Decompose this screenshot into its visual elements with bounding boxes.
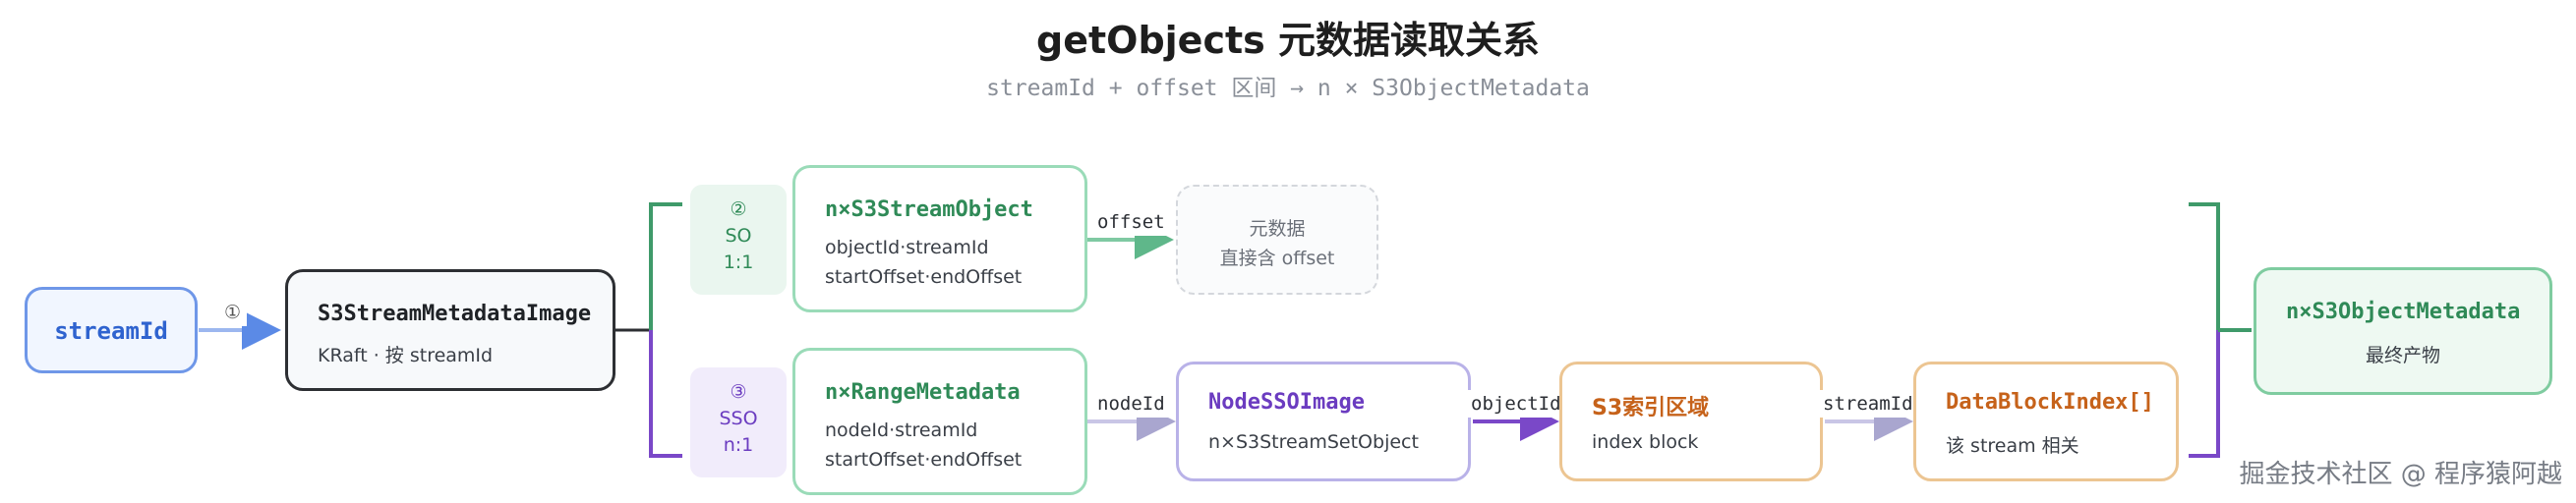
badge-so: ② SO 1:1 (690, 185, 787, 295)
range-metadata-node: n×RangeMetadata nodeId·streamId startOff… (792, 348, 1087, 495)
badge-sso: ③ SSO n:1 (690, 367, 787, 477)
bracket-purple-right (2189, 330, 2220, 458)
data-block-index-node: DataBlockIndex[] 该 stream 相关 (1913, 362, 2179, 481)
metadata-note-node: 元数据 直接含 offset (1176, 185, 1378, 295)
range-metadata-title: n×RangeMetadata (825, 380, 1021, 405)
stream-metadata-image-desc: KRaft · 按 streamId (318, 345, 494, 366)
object-id-label: objectId (1465, 390, 1567, 418)
s3-index-region-line1: index block (1592, 431, 1699, 453)
watermark: 掘金技术社区 @ 程序猿阿越 (2239, 460, 2562, 489)
bracket-green-left (649, 202, 682, 330)
range-metadata-line2: startOffset·endOffset (825, 449, 1023, 471)
stream-object-title: n×S3StreamObject (825, 197, 1033, 222)
stream-id-node: streamId (25, 287, 198, 373)
bracket-green-right (2189, 202, 2220, 330)
badge-so-number: ② (730, 198, 747, 220)
result-object-metadata-title: n×S3ObjectMetadata (2286, 300, 2521, 324)
stream-metadata-image-node: S3StreamMetadataImage KRaft · 按 streamId (285, 269, 615, 391)
stream-object-node: n×S3StreamObject objectId·streamId start… (792, 165, 1087, 312)
metadata-note-line1: 元数据 (1249, 218, 1306, 240)
data-block-index-title: DataBlockIndex[] (1946, 390, 2154, 415)
step1-label: ① (218, 299, 248, 326)
badge-sso-name: SSO (719, 408, 758, 429)
offset-label: offset (1091, 208, 1171, 236)
page-subtitle: streamId + offset 区间 → n × S3ObjectMetad… (986, 76, 1590, 101)
stream-object-line1: objectId·streamId (825, 237, 989, 258)
s3-index-region-title: S3索引区域 (1592, 396, 1710, 420)
result-object-metadata-node: n×S3ObjectMetadata 最终产物 (2254, 267, 2552, 395)
bracket-purple-left (649, 330, 682, 458)
node-sso-image-node: NodeSSOImage n×S3StreamSetObject (1176, 362, 1471, 481)
stream-metadata-image-title: S3StreamMetadataImage (318, 302, 592, 326)
badge-so-ratio: 1:1 (723, 252, 754, 273)
range-metadata-line1: nodeId·streamId (825, 419, 978, 441)
badge-sso-ratio: n:1 (723, 434, 754, 456)
data-block-index-line1: 该 stream 相关 (1946, 435, 2079, 457)
stream-id-edge-label: streamId (1817, 390, 1919, 418)
result-object-metadata-line1: 最终产物 (2365, 345, 2440, 366)
node-sso-image-title: NodeSSOImage (1208, 390, 1365, 415)
s3-index-region-node: S3索引区域 index block (1559, 362, 1823, 481)
page-title: getObjects 元数据读取关系 (1036, 19, 1540, 62)
metadata-note-line2: 直接含 offset (1219, 248, 1335, 269)
stream-object-line2: startOffset·endOffset (825, 266, 1023, 288)
node-sso-image-line1: n×S3StreamSetObject (1208, 431, 1419, 453)
node-id-label: nodeId (1091, 390, 1171, 418)
badge-so-name: SO (725, 225, 752, 247)
stream-id-title: streamId (54, 317, 168, 345)
badge-sso-number: ③ (730, 381, 747, 403)
